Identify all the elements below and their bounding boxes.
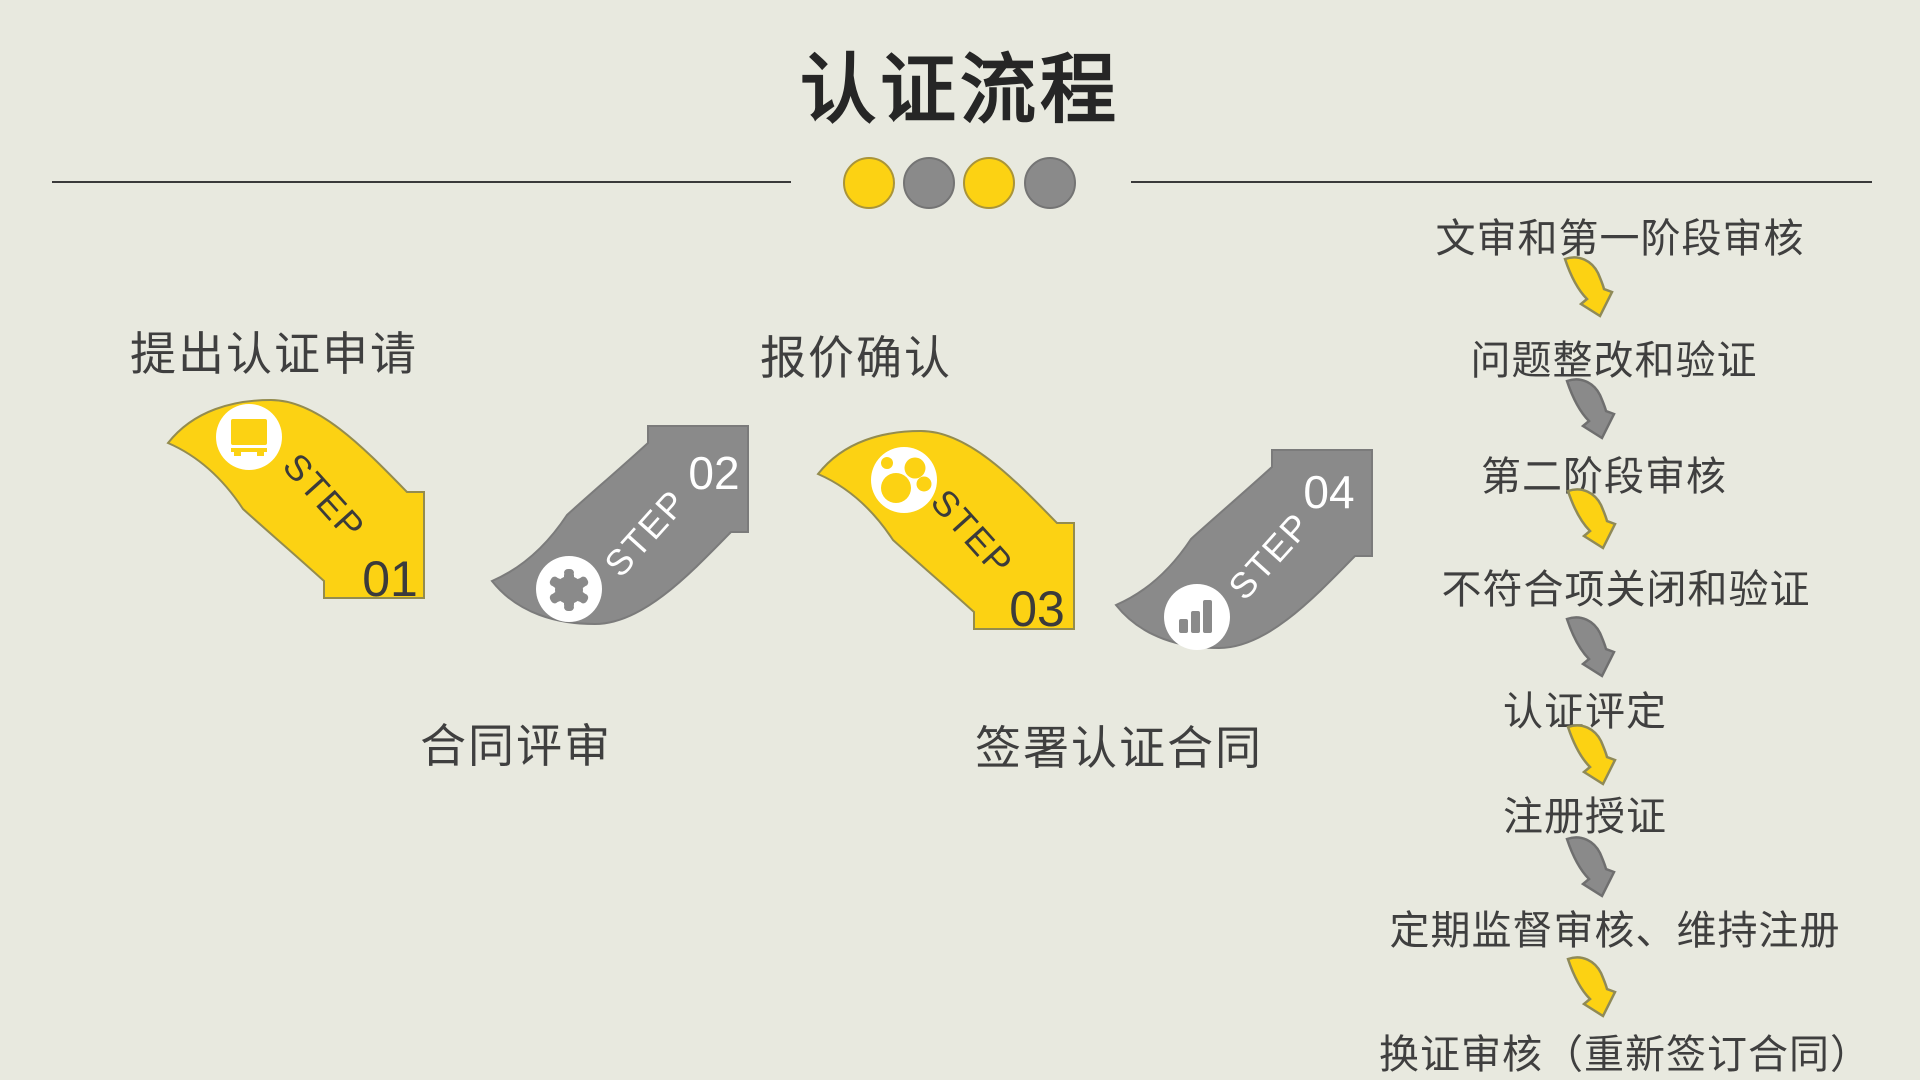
step4-icon-circle <box>1164 584 1230 650</box>
flow-item-8: 换证审核（重新签订合同） <box>1379 1033 1871 1077</box>
flow-arrow-icon <box>1565 616 1616 678</box>
flow-arrow-icon <box>1565 378 1616 440</box>
divider-dot <box>1024 157 1076 209</box>
step1-number: 01 <box>362 551 418 607</box>
flow-item-3: 第二阶段审核 <box>1481 455 1727 499</box>
step4-number: 04 <box>1303 466 1355 518</box>
divider <box>52 157 1872 209</box>
divider-dot <box>903 157 955 209</box>
flow-arrow-icon <box>1566 956 1617 1018</box>
flow-item-1: 文审和第一阶段审核 <box>1435 217 1805 261</box>
flow-arrow-icon <box>1566 724 1617 786</box>
flow-item-6: 注册授证 <box>1503 795 1667 839</box>
flow-arrow-icon <box>1566 488 1617 550</box>
flow-item-4: 不符合项关闭和验证 <box>1441 568 1811 612</box>
step4-label: 签署认证合同 <box>975 722 1263 774</box>
step2-number: 02 <box>688 447 740 499</box>
paw-icon <box>881 457 932 503</box>
page-title: 认证流程 <box>800 48 1120 133</box>
flow-item-7: 定期监督审核、维持注册 <box>1389 909 1841 953</box>
flow-item-2: 问题整改和验证 <box>1470 339 1758 383</box>
bar-chart-icon <box>1179 600 1212 633</box>
flow-arrow-icon <box>1563 256 1614 318</box>
step1-icon-circle <box>216 404 282 470</box>
step3-number: 03 <box>1009 581 1065 637</box>
divider-dot <box>963 157 1015 209</box>
step2-label: 合同评审 <box>420 720 612 772</box>
monitor-icon <box>231 419 267 456</box>
gear-icon <box>546 569 592 611</box>
step3-icon-circle <box>871 447 937 513</box>
flow-arrow-icon <box>1565 836 1616 898</box>
step1-label: 提出认证申请 <box>130 328 418 380</box>
step3-label: 报价确认 <box>760 332 952 384</box>
step2-icon-circle <box>536 556 602 622</box>
divider-dot <box>843 157 895 209</box>
